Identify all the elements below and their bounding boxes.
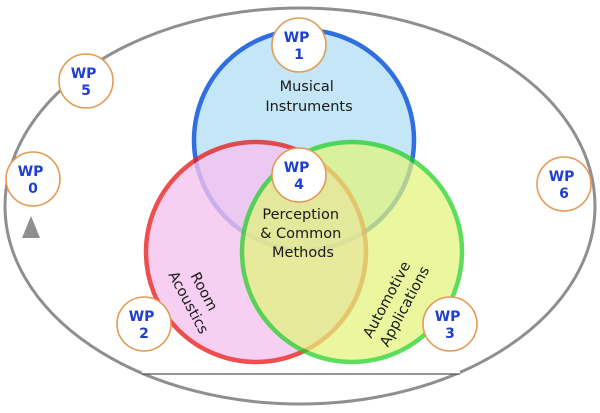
wp-badge-6-text: WP 6 — [549, 169, 580, 202]
wp-badge-6-line1: WP — [549, 169, 575, 185]
wp-badge-1[interactable]: WP 1 — [271, 17, 327, 73]
wp-badge-0-text: WP 0 — [18, 164, 49, 197]
venn-circles — [143, 27, 465, 365]
wp-badge-3-circle — [422, 296, 478, 352]
label-center-line1: Perception — [262, 207, 339, 223]
work-package-badges: WP 0 WP 1 WP 2 — [5, 17, 592, 352]
label-center-line3: Methods — [272, 245, 334, 261]
wp-badge-2-line1: WP — [129, 309, 155, 325]
label-musical-line2: Instruments — [265, 99, 352, 115]
wp-badge-5[interactable]: WP 5 — [58, 53, 114, 109]
wp-badge-6-line2: 6 — [559, 186, 569, 202]
wp-badge-5-line2: 5 — [81, 83, 91, 99]
label-center-perception: Perception & Common Methods — [260, 207, 346, 261]
wp-badge-3-text: WP 3 — [435, 309, 466, 342]
wp-badge-3-line1: WP — [435, 309, 461, 325]
wp-badge-0-circle — [5, 151, 61, 207]
wp-badge-2[interactable]: WP 2 — [116, 296, 172, 352]
wp-badge-0-line2: 0 — [28, 181, 38, 197]
wp-badge-3-line2: 3 — [445, 326, 455, 342]
wp-badge-4-circle — [271, 147, 327, 203]
cycle-arrowhead — [22, 216, 40, 238]
wp-badge-0-line1: WP — [18, 164, 44, 180]
wp-badge-6[interactable]: WP 6 — [536, 156, 592, 212]
cycle-ellipse — [3, 6, 597, 406]
wp-badge-1-line1: WP — [284, 30, 310, 46]
wp-badge-4-line2: 4 — [294, 177, 304, 193]
wp-badge-5-line1: WP — [71, 66, 97, 82]
wp-badge-5-text: WP 5 — [71, 66, 102, 99]
wp-badge-6-circle — [536, 156, 592, 212]
wp-badge-4-line1: WP — [284, 160, 310, 176]
label-musical-instruments: Musical Instruments — [265, 79, 352, 115]
label-center-line2: & Common — [260, 226, 341, 242]
wp-badge-1-text: WP 1 — [284, 30, 315, 63]
label-musical-line1: Musical — [280, 79, 334, 95]
wp-badge-4-text: WP 4 — [284, 160, 315, 193]
wp-badge-5-circle — [58, 53, 114, 109]
wp-badge-2-line2: 2 — [139, 326, 149, 342]
wp-badge-2-circle — [116, 296, 172, 352]
wp-badge-0[interactable]: WP 0 — [5, 151, 61, 207]
wp-badge-3[interactable]: WP 3 — [422, 296, 478, 352]
wp-badge-1-circle — [271, 17, 327, 73]
wp-badge-2-text: WP 2 — [129, 309, 160, 342]
wp-badge-4[interactable]: WP 4 — [271, 147, 327, 203]
wp-badge-1-line2: 1 — [294, 47, 304, 63]
